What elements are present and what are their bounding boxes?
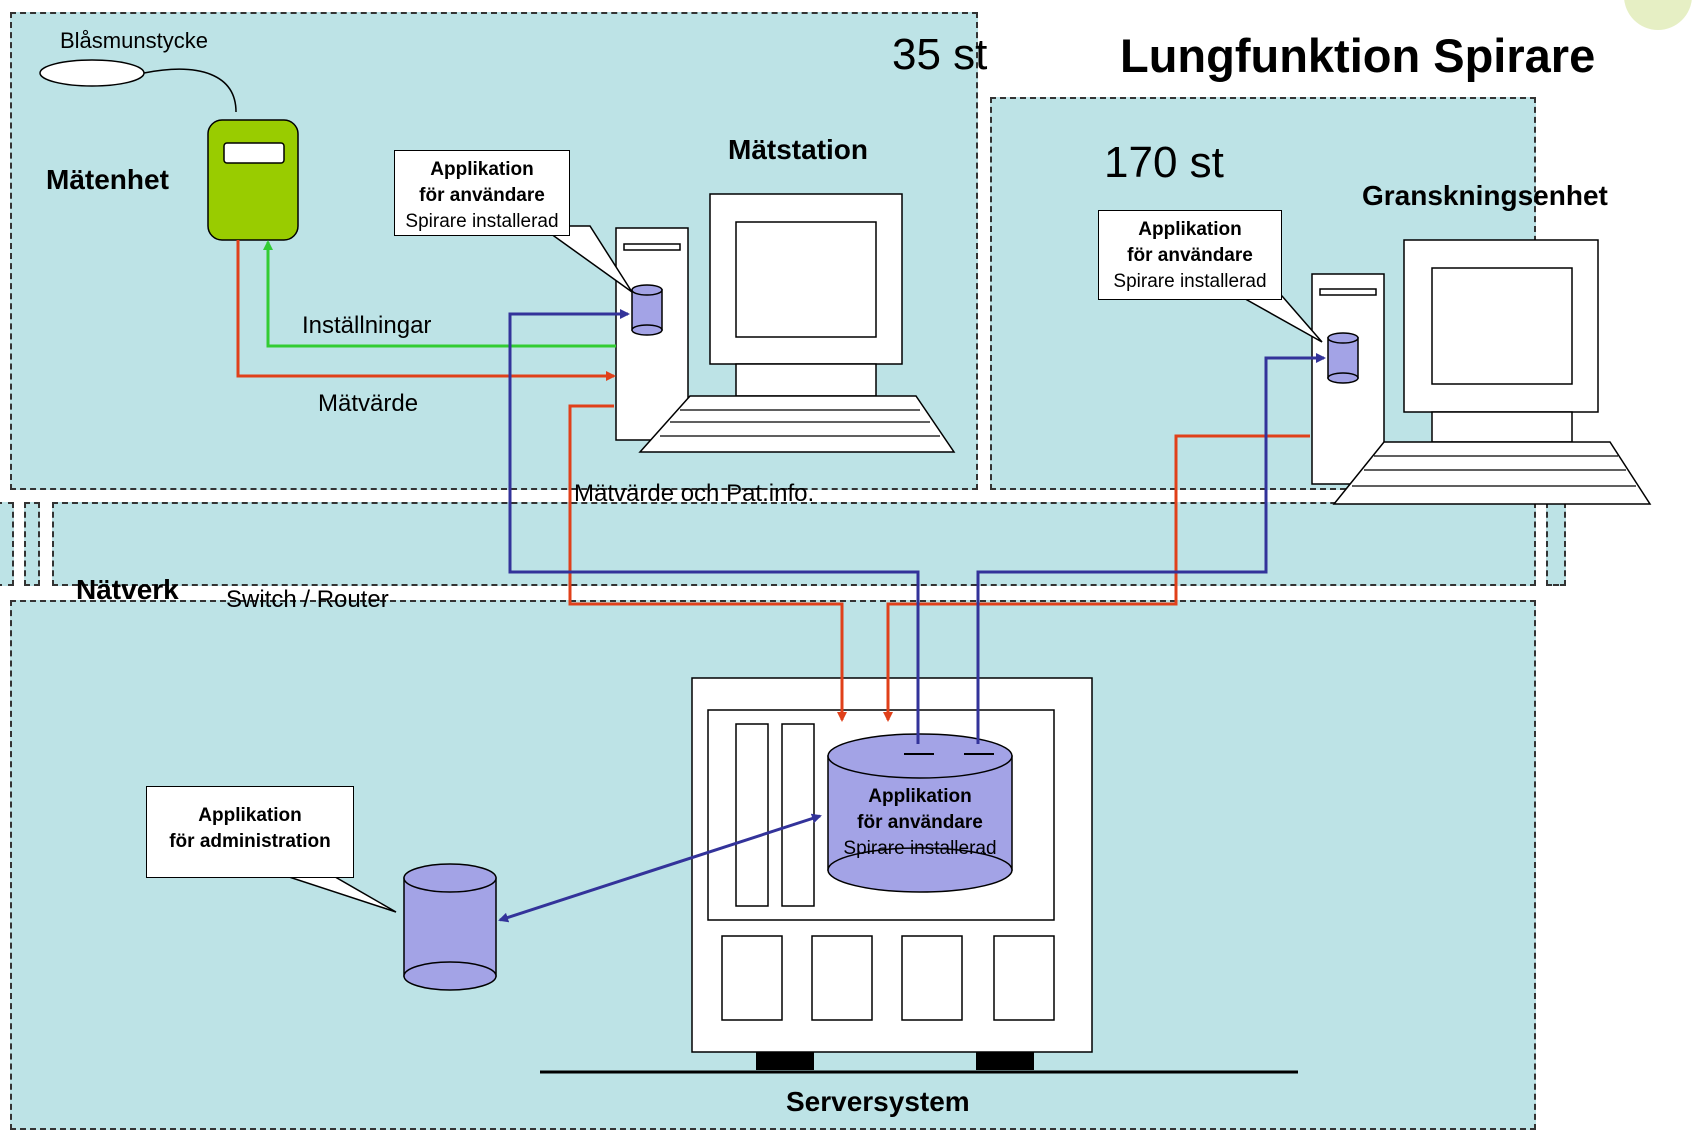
measurement-patient-flow-label: Mätvärde och Pat.info. — [574, 480, 815, 507]
station-label: Mätstation — [728, 134, 868, 165]
admin-server-flow-arrow — [498, 813, 822, 923]
server-db-icon — [827, 733, 1013, 893]
network-label: Nätverk — [76, 574, 179, 605]
measuring-device-icon — [207, 119, 299, 241]
corner-decoration — [1624, 0, 1692, 30]
measurement-patient-flow-arrow — [568, 404, 847, 722]
review-unit-label: Granskningsenhet — [1362, 180, 1608, 211]
callout-line: för användare — [419, 185, 545, 206]
callout-line: Spirare installerad — [405, 211, 559, 232]
settings-flow-arrow — [263, 240, 616, 348]
callout-line: Applikation — [868, 786, 972, 807]
measuring-unit-label: Mätenhet — [46, 164, 169, 195]
mouthpiece-icon — [39, 59, 145, 87]
measurement-flow-arrow — [236, 240, 616, 381]
review-count: 170 st — [1104, 138, 1224, 187]
station-app-callout: Applikation för användare Spirare instal… — [394, 150, 570, 236]
review-db-icon — [1327, 332, 1359, 384]
station-computer-icon — [615, 193, 956, 453]
measurement-flow-label: Mätvärde — [318, 390, 419, 417]
admin-app-callout: Applikation för administration — [146, 786, 354, 878]
station-db-icon — [631, 284, 663, 336]
server-app-label: Applikation för användare Spirare instal… — [828, 784, 1012, 862]
admin-db-icon — [403, 863, 497, 991]
diagram-title: Lungfunktion Spirare — [1120, 29, 1596, 82]
mouthpiece-label: Blåsmunstycke — [60, 28, 208, 53]
callout-line: Spirare installerad — [1113, 271, 1267, 292]
settings-flow-label: Inställningar — [302, 312, 432, 339]
review-server-blue-flow — [976, 353, 1326, 744]
review-app-callout: Applikation för användare Spirare instal… — [1098, 210, 1282, 300]
callout-line: Applikation — [430, 159, 534, 180]
callout-line: Spirare installerad — [843, 838, 997, 859]
network-zone — [52, 502, 1536, 586]
station-server-blue-flow — [508, 309, 920, 744]
callout-line: för användare — [1127, 245, 1253, 266]
callout-line: för administration — [169, 831, 331, 852]
network-zone-left-edge-2 — [24, 502, 40, 586]
review-computer-icon — [1311, 239, 1652, 505]
callout-line: Applikation — [198, 805, 302, 826]
measurement-count: 35 st — [892, 30, 988, 79]
callout-line: för användare — [857, 812, 983, 833]
network-zone-left-edge — [0, 502, 14, 586]
callout-line: Applikation — [1138, 219, 1242, 240]
network-sublabel: Switch / Router — [226, 586, 389, 613]
review-to-server-flow-arrow — [883, 434, 1310, 722]
server-label: Serversystem — [786, 1086, 970, 1117]
